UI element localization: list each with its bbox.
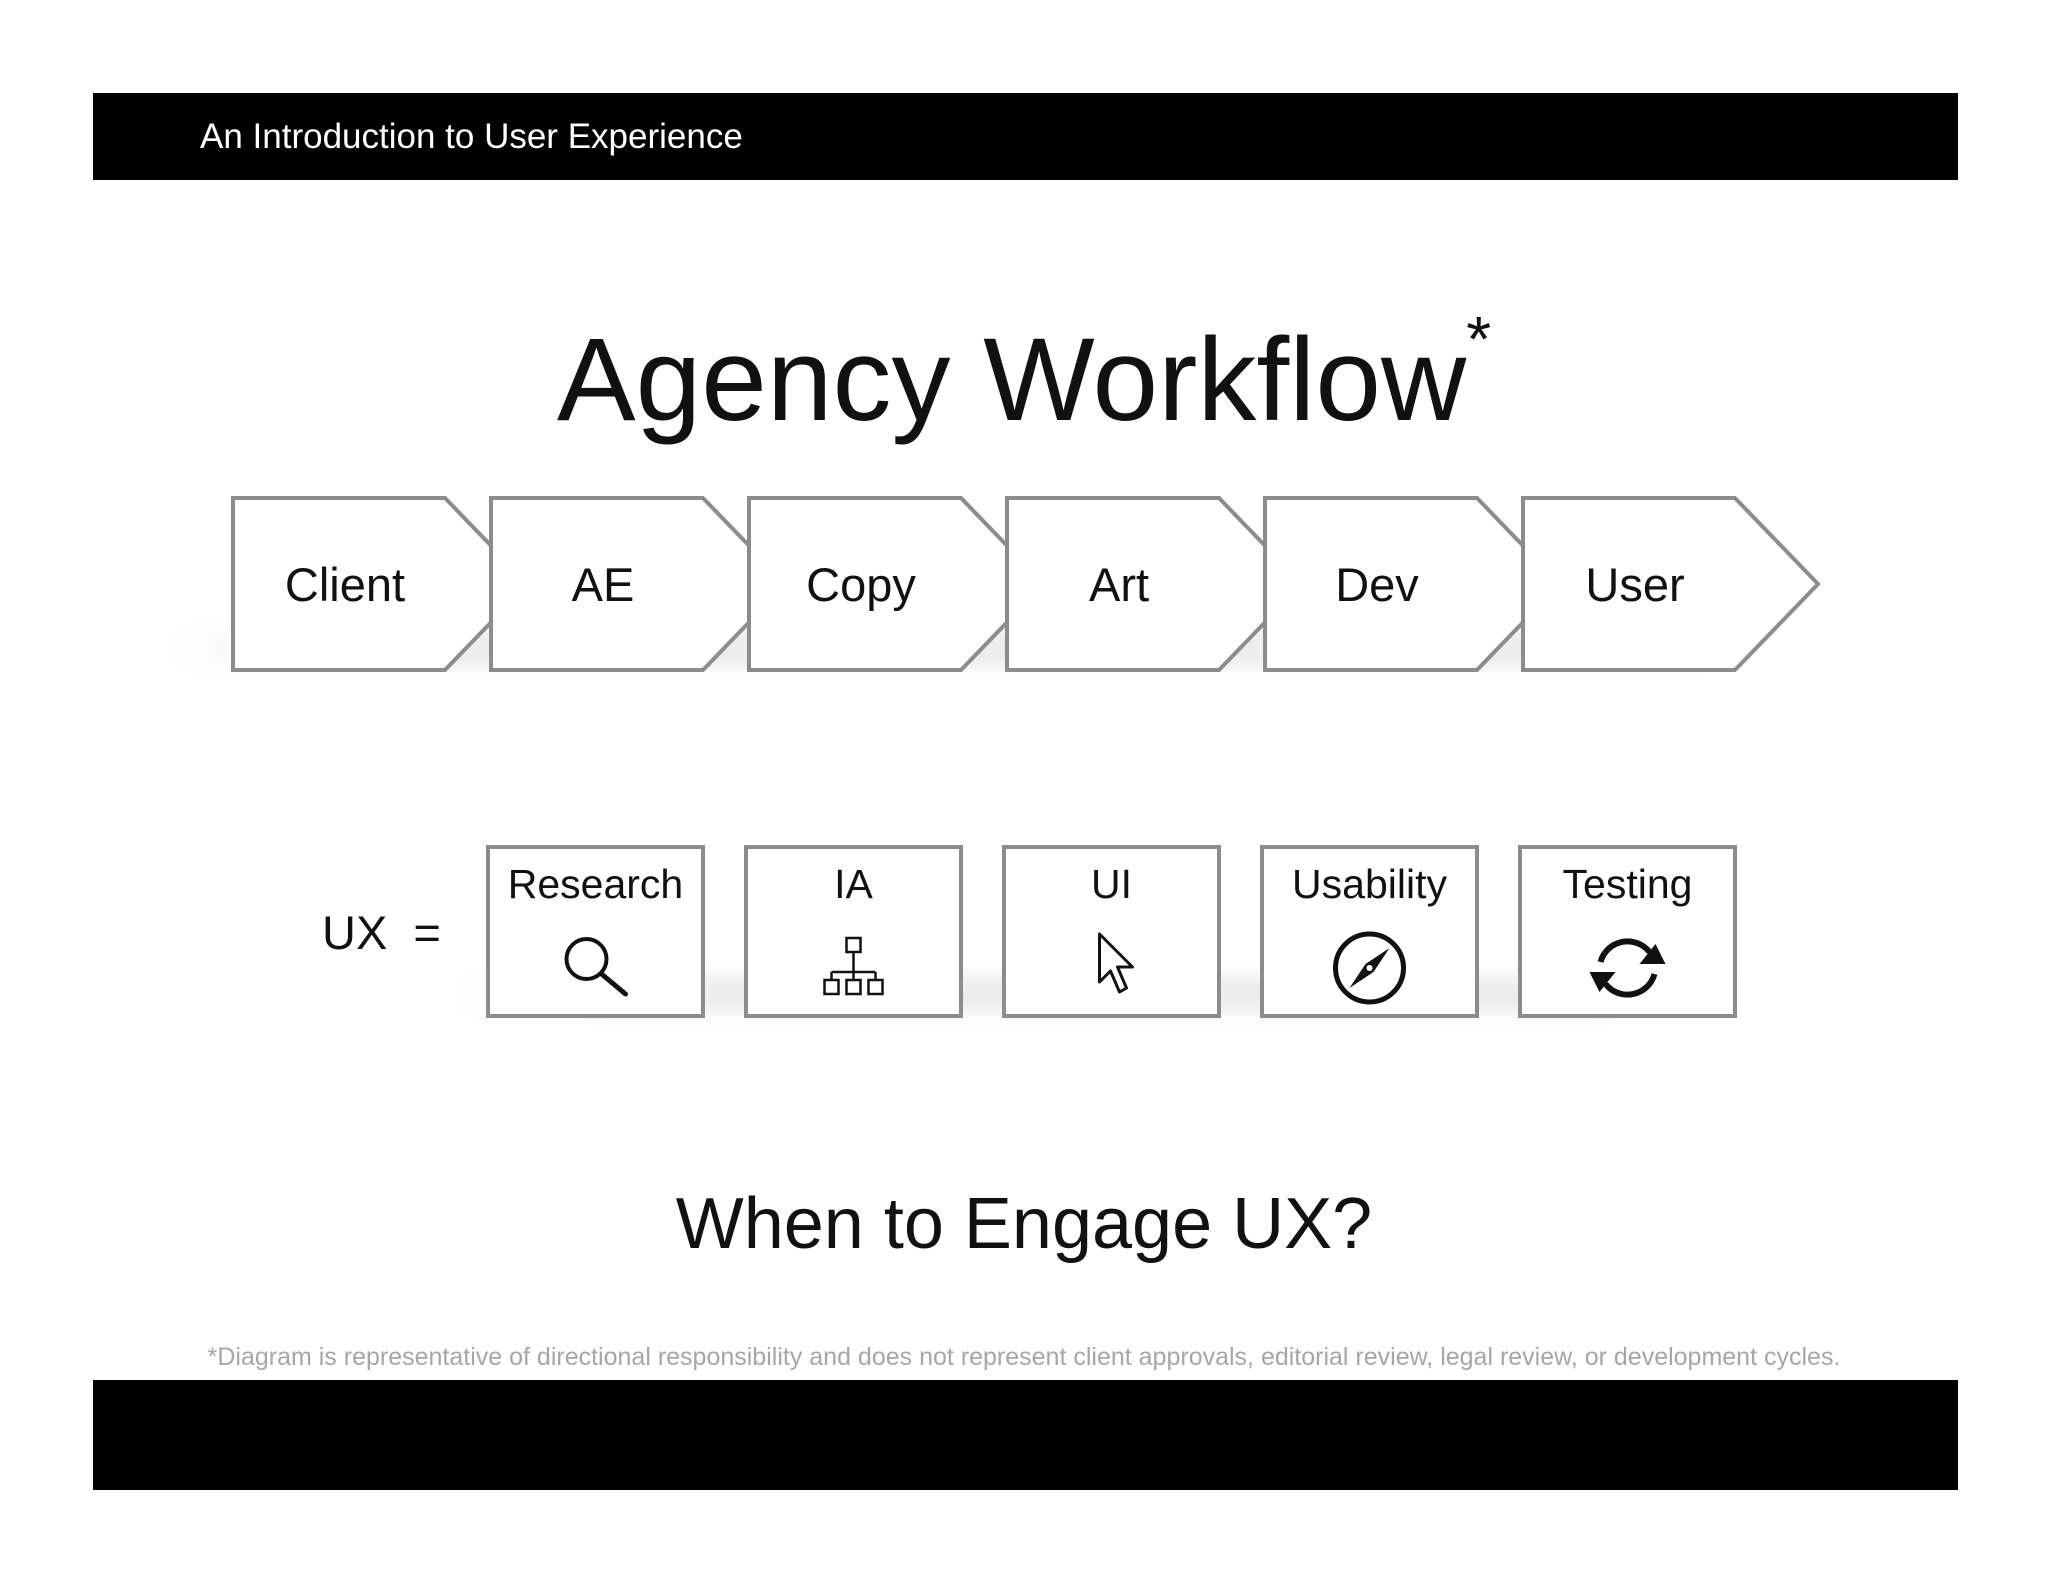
ux-component-label: IA (834, 861, 873, 907)
ux-component-ui: UI (1002, 845, 1221, 1018)
chevron-shape (1005, 496, 1305, 672)
ux-component-label: Testing (1563, 861, 1693, 907)
chevron-shape (489, 496, 789, 672)
footer-bar (93, 1380, 1958, 1490)
chevron-shape (1521, 496, 1821, 672)
workflow-step-client: Client (231, 496, 531, 672)
workflow-step-label: Client (285, 558, 405, 611)
workflow-step-label: Copy (806, 558, 916, 611)
workflow-step-label: Dev (1335, 558, 1419, 611)
ux-component-label: Usability (1292, 861, 1447, 907)
ux-component-box (744, 845, 963, 1018)
workflow-step-label: User (1585, 558, 1684, 611)
workflow-step-label: AE (572, 558, 635, 611)
chevron-shape (231, 496, 531, 672)
sitemap-icon (823, 936, 884, 996)
ux-label: UX (322, 906, 388, 959)
chevron-row: Client AE Copy Art Dev User (231, 496, 1821, 672)
cursor-icon (1098, 932, 1134, 994)
ux-component-box (486, 845, 705, 1018)
workflow-step-ae: AE (489, 496, 789, 672)
ux-component-box (1518, 845, 1737, 1018)
slide-title: Agency Workflow* (0, 307, 2048, 446)
footnote: *Diagram is representative of directiona… (207, 1343, 1841, 1371)
equals-sign: = (413, 906, 441, 959)
workflow-step-label: Art (1089, 558, 1149, 611)
chevron-shape (747, 496, 1047, 672)
workflow-step-dev: Dev (1263, 496, 1563, 672)
title-asterisk: * (1466, 303, 1492, 375)
refresh-icon (1589, 938, 1666, 998)
ux-box-row: Research IA UI Usability Testing (486, 845, 1737, 1018)
ux-component-label: Research (508, 861, 683, 907)
slide-title-text: Agency Workflow (556, 314, 1467, 446)
compass-icon (1333, 931, 1406, 1005)
header-title: An Introduction to User Experience (200, 117, 743, 156)
workflow-step-art: Art (1005, 496, 1305, 672)
header-bar: An Introduction to User Experience (93, 93, 1958, 180)
ux-component-research: Research (486, 845, 705, 1018)
workflow-step-user: User (1521, 496, 1821, 672)
workflow-step-copy: Copy (747, 496, 1047, 672)
engage-question: When to Engage UX? (675, 1184, 1373, 1264)
chevron-shape (1263, 496, 1563, 672)
ux-component-label: UI (1091, 861, 1132, 907)
magnifier-icon (564, 937, 628, 997)
ux-component-ia: IA (744, 845, 963, 1018)
ux-component-box (1002, 845, 1221, 1018)
ux-equation-label: UX = (322, 905, 441, 961)
ux-component-testing: Testing (1518, 845, 1737, 1018)
ux-component-usability: Usability (1260, 845, 1479, 1018)
